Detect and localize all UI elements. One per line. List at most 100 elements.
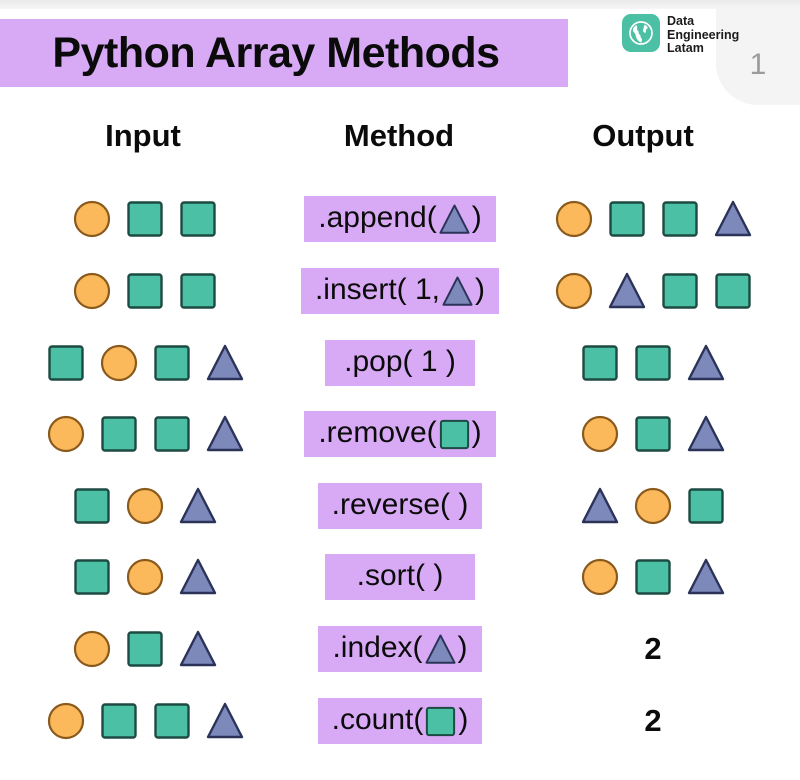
column-header-output: Output <box>592 118 694 153</box>
method-pill-remove[interactable]: .remove() <box>304 411 496 457</box>
input-cell-sort <box>20 542 270 612</box>
square-shape <box>47 345 84 381</box>
column-header-method: Method <box>343 118 455 153</box>
input-sequence <box>46 414 245 454</box>
output-cell-reverse <box>528 471 778 541</box>
method-pill-reverse[interactable]: .reverse( ) <box>317 483 483 529</box>
table-row: .reverse( ) <box>0 471 800 541</box>
circle-shape <box>126 558 164 596</box>
triangle-shape <box>206 415 243 452</box>
method-text-fragment: .pop( 1 ) <box>344 345 456 378</box>
square-shape <box>127 631 163 667</box>
method-text-fragment: ) <box>457 631 468 664</box>
circle-shape <box>581 415 619 453</box>
circle-shape <box>581 558 619 596</box>
brand-logo: Data Engineering Latam <box>622 14 739 56</box>
method-cell-reverse: .reverse( ) <box>280 471 520 541</box>
method-pill-count[interactable]: .count() <box>317 698 483 744</box>
table-row: .count() 2 <box>0 686 800 756</box>
method-text-fragment: .remove( <box>318 416 437 449</box>
square-shape <box>661 201 698 237</box>
square-shape <box>153 703 190 739</box>
method-text-fragment: .count( <box>331 703 424 736</box>
triangle-shape <box>206 702 243 739</box>
circle-shape <box>73 200 111 238</box>
method-pill-pop[interactable]: .pop( 1 ) <box>325 340 475 386</box>
triangle-shape <box>581 487 619 524</box>
square-shape <box>127 273 163 309</box>
method-label: .remove() <box>318 416 481 450</box>
square-shape <box>635 559 671 595</box>
triangle-shape <box>687 415 725 452</box>
brand-wordmark: Data Engineering Latam <box>667 14 739 56</box>
circle-shape <box>126 487 164 525</box>
method-cell-sort: .sort( ) <box>280 542 520 612</box>
triangle-shape <box>206 344 243 381</box>
circle-shape <box>555 200 592 238</box>
triangle-shape <box>179 487 217 524</box>
square-shape <box>714 273 751 309</box>
window-status-band <box>0 0 800 9</box>
triangle-shape <box>608 272 645 309</box>
page-title: Python Array Methods <box>52 28 500 77</box>
method-text-fragment: ) <box>458 703 469 736</box>
circle-shape <box>47 415 84 453</box>
circle-shape <box>73 272 111 310</box>
brand-line-2: Engineering <box>667 27 740 42</box>
method-text-fragment: ) <box>475 273 486 306</box>
square-shape <box>127 201 163 237</box>
method-label: .index() <box>332 631 467 665</box>
method-label: .reverse( ) <box>332 488 469 522</box>
input-sequence <box>72 199 218 239</box>
method-pill-sort[interactable]: .sort( ) <box>325 554 475 600</box>
input-cell-reverse <box>20 471 270 541</box>
input-sequence <box>46 701 245 741</box>
triangle-shape <box>179 630 217 667</box>
input-sequence <box>72 271 218 311</box>
square-shape <box>661 273 698 309</box>
input-cell-pop <box>20 328 270 398</box>
square-shape <box>608 201 645 237</box>
method-cell-count: .count() <box>280 686 520 756</box>
triangle-shape <box>439 203 470 234</box>
brand-line-3: Latam <box>667 41 704 55</box>
input-cell-append <box>20 184 270 254</box>
triangle-shape <box>425 633 456 664</box>
table-row: .remove() <box>0 399 800 469</box>
brand-line-1: Data <box>667 14 695 28</box>
output-number: 2 <box>644 631 662 666</box>
output-cell-index: 2 <box>528 614 778 684</box>
method-pill-insert[interactable]: .insert( 1,) <box>300 268 500 314</box>
method-pill-append[interactable]: .append() <box>304 196 496 242</box>
input-sequence <box>46 343 245 383</box>
method-label: .sort( ) <box>357 559 444 593</box>
circle-shape <box>100 344 137 382</box>
table-row: .pop( 1 ) <box>0 328 800 398</box>
square-shape <box>582 345 618 381</box>
table-row: .insert( 1,) <box>0 256 800 326</box>
triangle-shape <box>687 558 725 595</box>
method-pill-index[interactable]: .index() <box>318 626 482 672</box>
square-shape <box>635 416 671 452</box>
output-sequence <box>554 199 753 239</box>
page-number: 1 <box>749 48 767 81</box>
method-arg-square <box>438 418 471 451</box>
method-label: .append() <box>318 201 481 235</box>
input-sequence <box>72 629 218 669</box>
method-text-fragment: ) <box>471 201 482 234</box>
input-cell-insert <box>20 256 270 326</box>
table-row: .index() 2 <box>0 614 800 684</box>
circle-shape <box>47 702 84 740</box>
output-cell-sort <box>528 542 778 612</box>
method-label: .pop( 1 ) <box>344 345 456 379</box>
output-cell-remove <box>528 399 778 469</box>
square-shape <box>100 703 137 739</box>
circle-shape <box>555 272 592 310</box>
method-arg-triangle <box>438 203 471 236</box>
circle-shape <box>73 630 111 668</box>
output-number: 2 <box>644 703 662 738</box>
output-sequence <box>554 271 753 311</box>
method-cell-append: .append() <box>280 184 520 254</box>
square-shape <box>153 345 190 381</box>
method-text-fragment: .reverse( ) <box>331 488 469 521</box>
